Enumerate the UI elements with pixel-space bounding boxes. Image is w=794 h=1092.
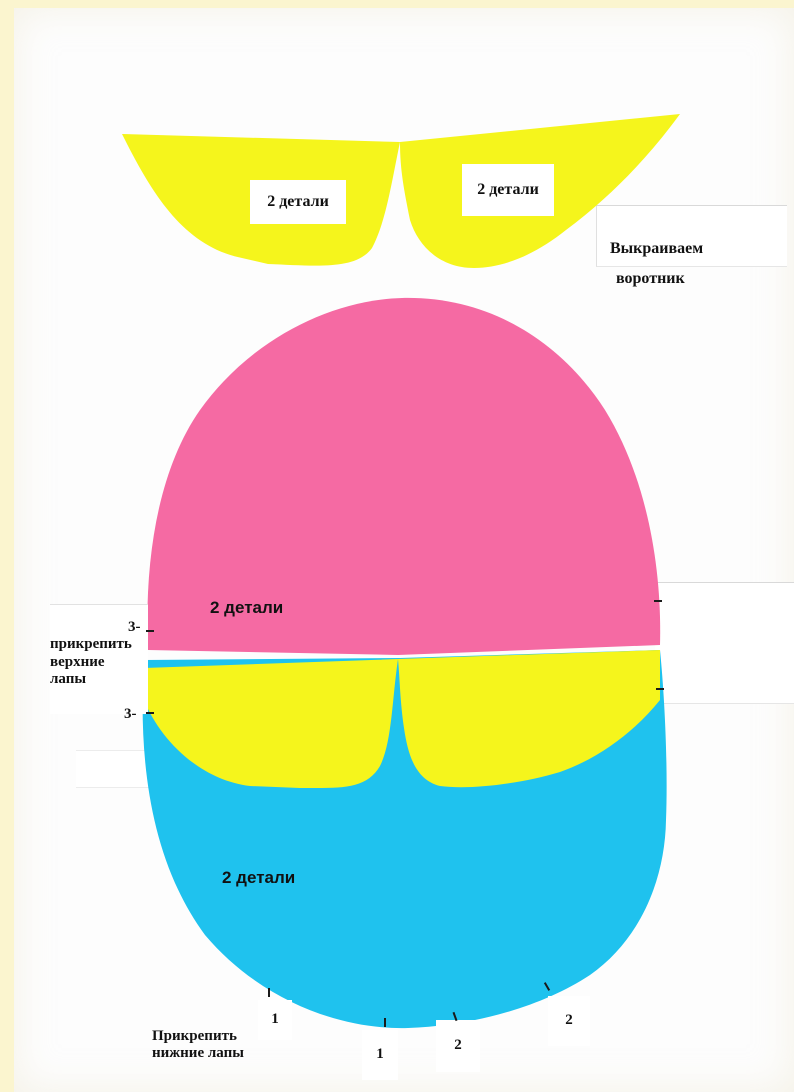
lower-paw-mark: 2 <box>548 996 590 1046</box>
upper-paws-note: 3- прикрепить верхние лапы <box>50 604 148 714</box>
head-label: 2 детали <box>210 598 283 618</box>
attachment-tick <box>146 630 154 632</box>
upper-paws-mark-top: 3- <box>50 619 148 636</box>
attachment-tick <box>654 600 662 602</box>
upper-paws-text-line3: лапы <box>50 671 148 688</box>
collar-caption: Выкраиваем воротник <box>610 234 750 295</box>
attachment-tick <box>268 988 270 997</box>
upper-paws-mark-bottom: 3- <box>124 706 137 723</box>
collar-right-label: 2 детали <box>462 164 554 216</box>
upper-paws-text-line1: прикрепить <box>50 636 148 653</box>
attachment-tick <box>656 688 664 690</box>
collar-caption-line2: воротник <box>610 264 750 294</box>
lower-paw-mark: 2 <box>436 1020 480 1072</box>
collar-caption-line1: Выкраиваем <box>610 234 750 264</box>
lower-paw-mark: 1 <box>362 1030 398 1080</box>
lower-paws-text-line2: нижние лапы <box>152 1045 272 1062</box>
attachment-tick <box>146 712 154 714</box>
collar-left-label: 2 детали <box>250 180 346 224</box>
lower-paw-mark: 1 <box>258 1000 292 1040</box>
attachment-tick <box>384 1018 386 1027</box>
lower-paws-note: Прикрепить нижние лапы <box>152 1028 272 1063</box>
body-label: 2 детали <box>222 868 295 888</box>
lower-paws-text-line1: Прикрепить <box>152 1028 272 1045</box>
upper-paws-text-line2: верхние <box>50 654 148 671</box>
